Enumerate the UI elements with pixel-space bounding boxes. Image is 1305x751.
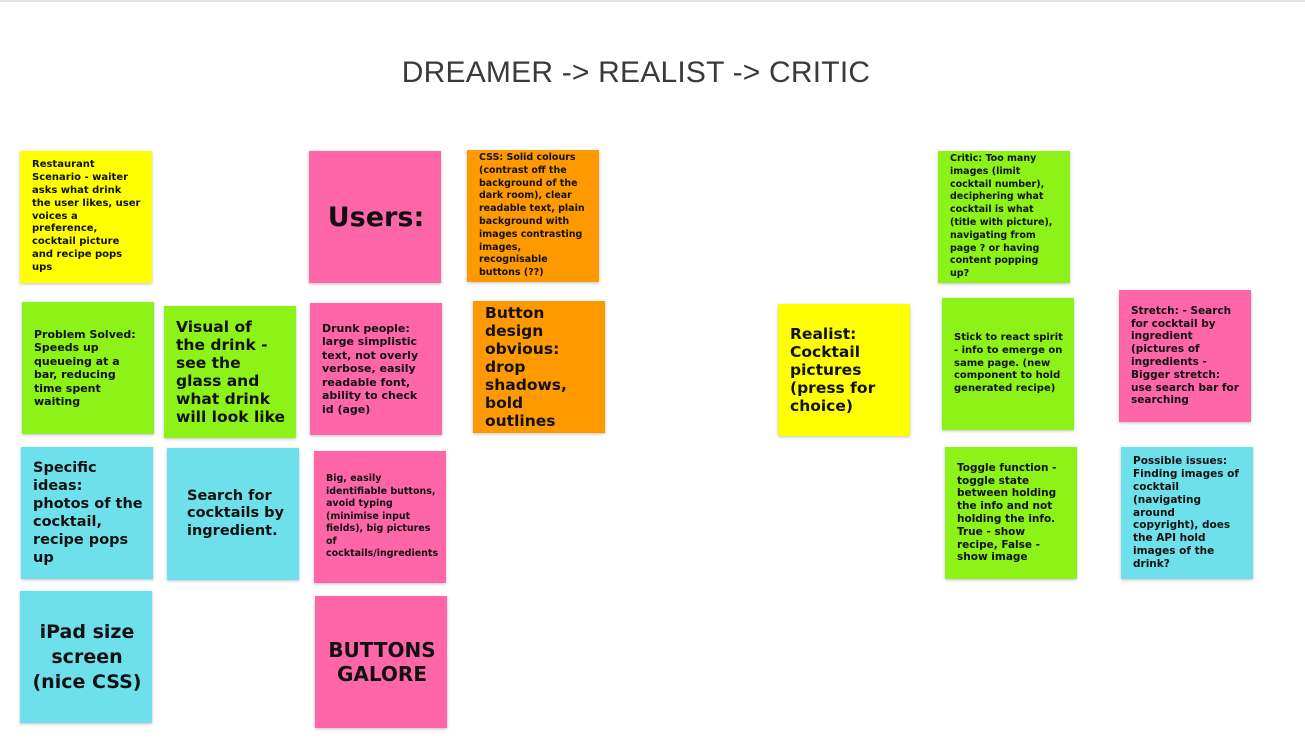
sticky-note-stretch[interactable]: Stretch: - Search for cocktail by ingred… — [1119, 290, 1251, 422]
sticky-note-text: Problem Solved: Speeds up queueing at a … — [34, 327, 136, 409]
sticky-note-problem-solved[interactable]: Problem Solved: Speeds up queueing at a … — [22, 302, 154, 434]
sticky-note-text: Button design obvious: drop shadows, bol… — [485, 304, 567, 430]
sticky-note-text: Specific ideas: photos of the cocktail, … — [33, 460, 143, 566]
sticky-note-text: Drunk people: large simplistic text, not… — [322, 321, 419, 416]
sticky-note-text: Visual of the drink - see the glass and … — [176, 318, 285, 426]
sticky-note-users[interactable]: Users: — [309, 151, 441, 283]
sticky-note-search-ingredient[interactable]: Search for cocktails by ingredient. — [167, 448, 299, 580]
sticky-note-toggle-function[interactable]: Toggle function - toggle state between h… — [945, 447, 1077, 579]
sticky-note-text: BUTTONS GALORE — [328, 638, 436, 686]
sticky-note-text: Critic: Too many images (limit cocktail … — [950, 153, 1053, 280]
sticky-note-text: CSS: Solid colours (contrast off the bac… — [479, 152, 585, 279]
sticky-note-realist[interactable]: Realist: Cocktail pictures (press for ch… — [778, 304, 910, 436]
sticky-note-text: Stick to react spirit - info to emerge o… — [954, 332, 1063, 395]
sticky-note-ipad-size[interactable]: iPad size screen (nice CSS) — [20, 591, 152, 723]
sticky-note-text: Realist: Cocktail pictures (press for ch… — [790, 325, 876, 415]
sticky-note-buttons-galore[interactable]: BUTTONS GALORE — [315, 596, 447, 728]
sticky-note-css[interactable]: CSS: Solid colours (contrast off the bac… — [467, 150, 599, 282]
sticky-note-specific-ideas[interactable]: Specific ideas: photos of the cocktail, … — [21, 447, 153, 579]
sticky-note-text: Users: — [327, 201, 425, 233]
sticky-note-big-buttons[interactable]: Big, easily identifiable buttons, avoid … — [314, 451, 446, 583]
sticky-note-stick-to-react[interactable]: Stick to react spirit - info to emerge o… — [942, 298, 1074, 430]
board-title: DREAMER -> REALIST -> CRITIC — [401, 56, 871, 89]
sticky-note-text: Search for cocktails by ingredient. — [187, 487, 284, 539]
sticky-note-restaurant-scenario[interactable]: Restaurant Scenario - waiter asks what d… — [20, 151, 152, 283]
sticky-note-text: Restaurant Scenario - waiter asks what d… — [32, 159, 141, 273]
sticky-note-visual-drink[interactable]: Visual of the drink - see the glass and … — [164, 306, 296, 438]
sticky-note-critic[interactable]: Critic: Too many images (limit cocktail … — [938, 151, 1070, 283]
sticky-note-button-design[interactable]: Button design obvious: drop shadows, bol… — [473, 301, 605, 433]
sticky-note-possible-issues[interactable]: Possible issues: Finding images of cockt… — [1121, 447, 1253, 579]
sticky-note-text: iPad size screen (nice CSS) — [32, 620, 142, 693]
sticky-note-text: Possible issues: Finding images of cockt… — [1133, 455, 1239, 570]
sticky-note-drunk-people[interactable]: Drunk people: large simplistic text, not… — [310, 303, 442, 435]
sticky-note-text: Stretch: - Search for cocktail by ingred… — [1131, 304, 1239, 407]
sticky-note-text: Toggle function - toggle state between h… — [957, 461, 1057, 564]
sticky-note-text: Big, easily identifiable buttons, avoid … — [326, 473, 439, 560]
